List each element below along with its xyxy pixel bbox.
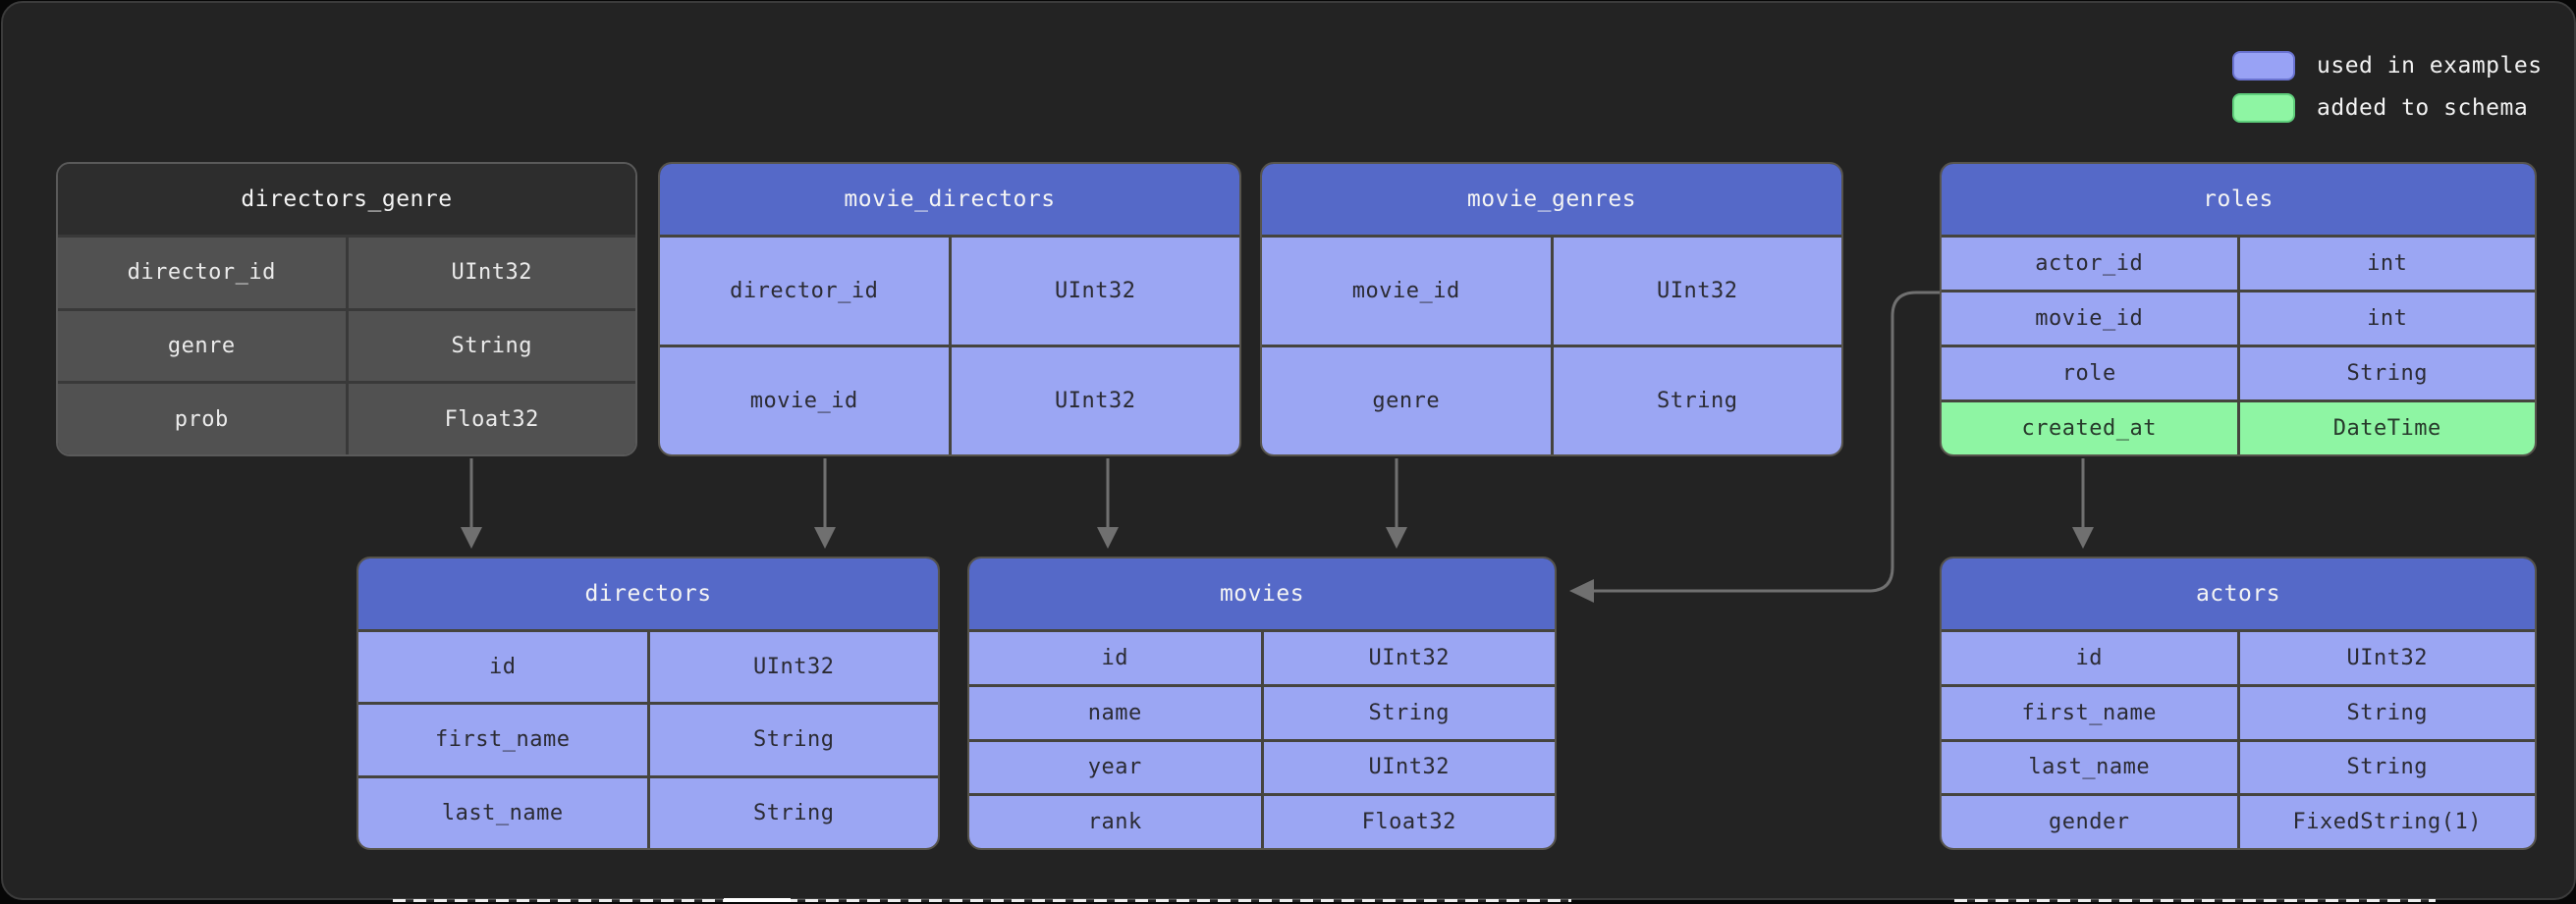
- table-actors: actors id UInt32 first_name String last_…: [1940, 557, 2537, 850]
- table-row: role String: [1942, 345, 2535, 399]
- column-type: UInt32: [1550, 238, 1842, 345]
- table-row: genre String: [58, 307, 636, 382]
- table-title: movies: [969, 558, 1555, 629]
- column-type: Float32: [1260, 796, 1556, 848]
- table-title: directors_genre: [58, 164, 635, 235]
- column-type: DateTime: [2236, 402, 2536, 454]
- column-name: year: [1087, 755, 1142, 780]
- table-title: directors: [358, 558, 938, 629]
- table-row: prob Float32: [58, 381, 635, 454]
- column-name: director_id: [127, 260, 276, 286]
- table-row: id UInt32: [1942, 629, 2535, 684]
- legend-label: used in examples: [2317, 53, 2543, 79]
- column-name: movie_id: [749, 389, 858, 413]
- table-row: name String: [969, 683, 1556, 739]
- column-name: id: [489, 655, 517, 680]
- table-title: roles: [1942, 164, 2535, 235]
- column-name: role: [2061, 361, 2116, 386]
- column-name: last_name: [2028, 755, 2151, 780]
- table-directors: directors id UInt32 first_name String la…: [356, 557, 940, 850]
- table-row: movie_id UInt32: [1262, 235, 1841, 345]
- column-name: gender: [2049, 810, 2130, 835]
- table-row-added-to-schema: created_at DateTime: [1942, 399, 2535, 454]
- column-type: String: [646, 705, 939, 775]
- table-title: movie_directors: [660, 164, 1239, 235]
- column-name: director_id: [730, 279, 879, 303]
- column-type: String: [2236, 741, 2536, 794]
- column-type: String: [646, 777, 939, 848]
- column-name: rank: [1087, 810, 1142, 835]
- column-type: int: [2236, 238, 2536, 290]
- table-row: director_id UInt32: [58, 235, 635, 308]
- column-type: UInt32: [2236, 632, 2536, 684]
- column-name: prob: [174, 406, 229, 432]
- column-name: movie_id: [1351, 279, 1460, 303]
- table-row: genre String: [1262, 345, 1841, 454]
- bottom-edge-artifact: [724, 898, 791, 902]
- bottom-edge-artifact: [393, 899, 1571, 902]
- table-row: id UInt32: [358, 629, 939, 703]
- legend-item-added-to-schema: added to schema: [2232, 93, 2543, 123]
- column-type: String: [2236, 686, 2536, 739]
- column-type: FixedString(1): [2236, 796, 2536, 848]
- table-directors_genre: directors_genre director_id UInt32 genre…: [56, 162, 637, 456]
- column-name: movie_id: [2035, 306, 2144, 331]
- table-movie_genres: movie_genres movie_id UInt32 genre Strin…: [1260, 162, 1843, 456]
- column-type: UInt32: [948, 238, 1240, 345]
- legend-swatch-green: [2232, 93, 2295, 123]
- column-type: String: [1260, 686, 1556, 739]
- column-name: id: [2075, 645, 2103, 670]
- column-name: id: [1101, 645, 1128, 670]
- column-name: last_name: [441, 800, 564, 825]
- column-type: UInt32: [948, 347, 1240, 454]
- column-name: genre: [1372, 389, 1441, 413]
- column-type: Float32: [345, 384, 636, 454]
- column-type: String: [2236, 347, 2536, 399]
- table-title: movie_genres: [1262, 164, 1841, 235]
- column-name: genre: [167, 334, 236, 358]
- column-name: actor_id: [2035, 251, 2144, 276]
- legend-swatch-blue: [2232, 51, 2295, 80]
- table-row: movie_id UInt32: [660, 345, 1239, 454]
- table-row: first_name String: [358, 702, 939, 775]
- legend: used in examples added to schema: [2232, 51, 2543, 123]
- column-type: String: [345, 310, 636, 382]
- table-title: actors: [1942, 558, 2535, 629]
- column-type: String: [1550, 347, 1842, 454]
- table-roles: roles actor_id int movie_id int role Str…: [1940, 162, 2537, 456]
- legend-label: added to schema: [2317, 95, 2529, 121]
- table-row: last_name String: [1942, 738, 2536, 794]
- table-row: gender FixedString(1): [1942, 793, 2535, 848]
- column-name: first_name: [2021, 700, 2157, 725]
- column-name: name: [1087, 700, 1142, 725]
- table-movies: movies id UInt32 name String year UInt32…: [967, 557, 1557, 850]
- legend-item-used-in-examples: used in examples: [2232, 51, 2543, 80]
- bottom-edge-artifact: [1954, 899, 2436, 902]
- table-row: first_name String: [1942, 683, 2536, 739]
- table-row: actor_id int: [1942, 235, 2535, 290]
- column-type: UInt32: [1260, 741, 1556, 794]
- column-type: UInt32: [345, 238, 636, 308]
- table-row: last_name String: [358, 774, 939, 848]
- column-name: first_name: [435, 727, 571, 753]
- column-name: created_at: [2021, 416, 2157, 441]
- column-type: UInt32: [646, 632, 939, 703]
- table-movie_directors: movie_directors director_id UInt32 movie…: [658, 162, 1241, 456]
- table-row: rank Float32: [969, 793, 1555, 848]
- table-row: director_id UInt32: [660, 235, 1239, 345]
- table-row: id UInt32: [969, 629, 1555, 684]
- table-row: movie_id int: [1942, 290, 2535, 345]
- column-type: UInt32: [1260, 632, 1556, 684]
- table-row: year UInt32: [969, 738, 1556, 794]
- column-type: int: [2236, 292, 2536, 345]
